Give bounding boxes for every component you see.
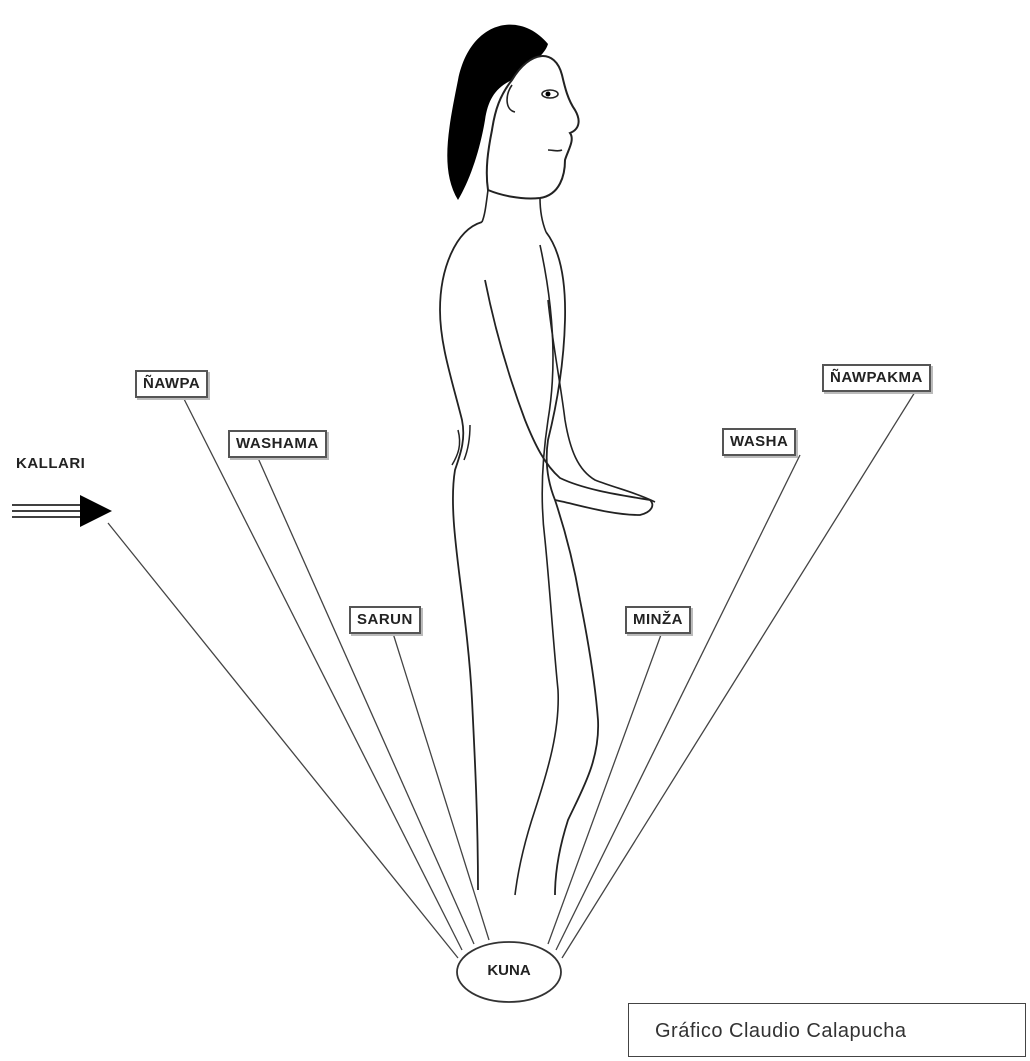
label-kallari: KALLARI <box>16 455 85 472</box>
line-nawpakma <box>562 392 915 958</box>
label-washa: WASHA <box>722 428 796 456</box>
body-inner-line <box>515 245 558 895</box>
label-nawpa: ÑAWPA <box>135 370 208 398</box>
credit-caption: Gráfico Claudio Calapucha <box>628 1003 1026 1057</box>
line-kallari <box>108 523 458 958</box>
waist-sash <box>452 425 470 465</box>
line-minza <box>548 632 662 944</box>
label-minza: MINŽA <box>625 606 691 634</box>
line-nawpa <box>183 397 462 950</box>
arrow-icon <box>12 495 112 527</box>
label-nawpakma: ÑAWPAKMA <box>822 364 931 392</box>
line-washa <box>556 455 800 950</box>
body-back <box>440 222 482 890</box>
label-sarun: SARUN <box>349 606 421 634</box>
body-front <box>546 232 598 895</box>
connector-lines <box>108 392 915 958</box>
human-figure-illustration <box>440 25 655 895</box>
label-washama: WASHAMA <box>228 430 327 458</box>
hand <box>555 500 652 515</box>
label-kuna: KUNA <box>459 962 559 979</box>
arm-upper <box>485 280 650 500</box>
line-washama <box>258 458 474 944</box>
eye-pupil <box>546 92 551 97</box>
mouth <box>548 150 562 151</box>
